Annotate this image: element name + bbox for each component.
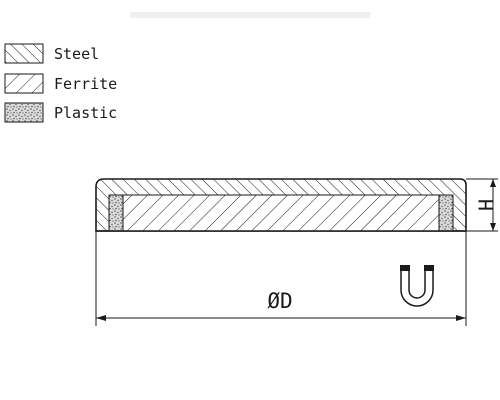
diameter-dimension: ØD	[95, 231, 467, 326]
steel-swatch	[4, 43, 44, 64]
plastic-ring-right	[438, 194, 454, 232]
plastic-ring-left	[108, 194, 124, 232]
diameter-label: ØD	[267, 289, 292, 313]
legend-label-steel: Steel	[54, 45, 99, 63]
plastic-swatch	[4, 102, 44, 123]
legend: Steel Ferrite Plastic	[4, 43, 117, 123]
magnet-pole-right	[424, 265, 434, 271]
magnet-pole-left	[400, 265, 410, 271]
height-dimension: H	[466, 178, 499, 232]
diameter-arrow-right	[456, 315, 466, 321]
legend-label-ferrite: Ferrite	[54, 75, 117, 93]
height-arrow-bottom	[490, 223, 496, 231]
magnet-cross-section	[95, 178, 467, 232]
height-label: H	[475, 199, 499, 211]
diameter-arrow-left	[96, 315, 106, 321]
top-edge-artifact	[130, 12, 370, 18]
horseshoe-magnet-icon	[400, 265, 434, 307]
magnet-body	[400, 269, 434, 307]
legend-label-plastic: Plastic	[54, 104, 117, 122]
legend-item-steel: Steel	[4, 43, 99, 64]
ferrite-core	[122, 194, 440, 232]
legend-item-plastic: Plastic	[4, 102, 117, 123]
ferrite-swatch	[4, 73, 44, 94]
height-arrow-top	[490, 179, 496, 187]
legend-item-ferrite: Ferrite	[4, 73, 117, 94]
